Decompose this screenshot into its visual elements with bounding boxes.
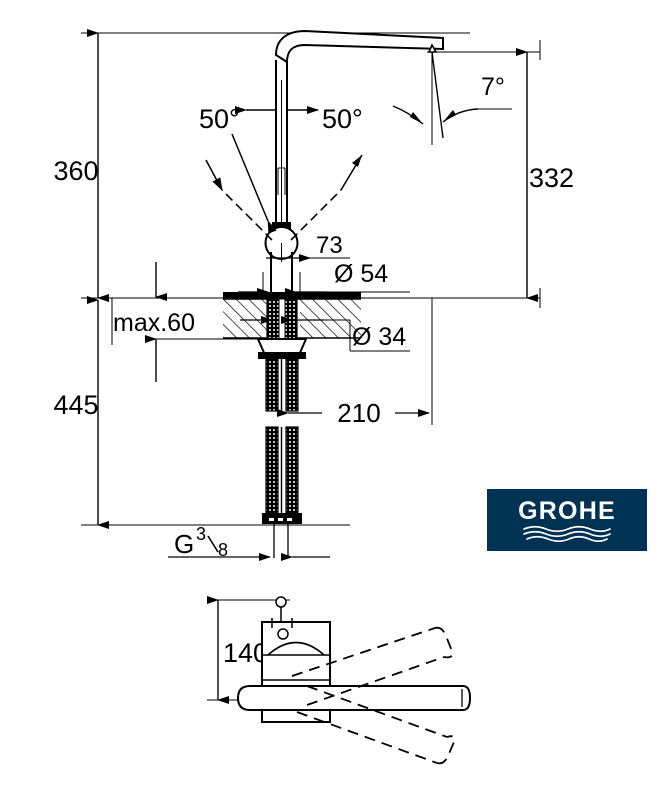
dim-label-d54: Ø 54	[334, 260, 388, 288]
thread-label-g: G	[174, 529, 194, 559]
plan-spout-center	[236, 685, 472, 711]
dim-73	[266, 243, 350, 262]
plan-view-group: 140	[207, 596, 472, 765]
dim-max60	[145, 262, 260, 382]
shank-bore	[278, 298, 286, 340]
plan-lever-knob	[277, 628, 289, 640]
angle-label-7: 7°	[481, 73, 505, 101]
base-flange	[223, 292, 361, 299]
angle-7	[392, 51, 512, 145]
reference-lines	[81, 32, 541, 526]
hose-lower-right	[285, 426, 299, 514]
water-waves-icon	[523, 525, 611, 542]
dim-label-73: 73	[316, 232, 343, 259]
plan-body-dome	[267, 641, 325, 656]
hose-lower-left	[265, 426, 279, 514]
dim-label-210: 210	[337, 398, 380, 428]
spout-arm	[274, 29, 444, 64]
dim-label-332: 332	[529, 163, 574, 193]
thread-label-denominator: 8	[218, 540, 228, 560]
dim-label-445: 445	[53, 390, 98, 420]
grohe-wordmark: GROHE	[518, 496, 616, 525]
dim-label-360: 360	[53, 156, 98, 186]
angle-50-right	[287, 106, 363, 241]
angle-label-50-right: 50°	[322, 104, 363, 134]
hose-upper-left	[265, 358, 279, 412]
plan-spout-swivel-lower	[296, 685, 456, 765]
grohe-logo-block: GROHE	[487, 489, 647, 551]
dim-label-140: 140	[223, 638, 268, 668]
thread-label-numerator: 3	[196, 524, 206, 544]
dim-d34	[240, 316, 410, 352]
thread-label-group: G 3 8	[174, 524, 228, 560]
hose-upper-right	[285, 358, 299, 412]
plan-lever-pivot	[275, 596, 287, 608]
flexible-hoses	[262, 358, 302, 558]
plan-spout-swivel-upper	[291, 626, 454, 706]
shank-thread-left	[266, 298, 280, 340]
counter-hatch-right	[300, 299, 361, 338]
dim-label-d34: Ø 34	[352, 323, 406, 351]
dim-label-max60: max.60	[113, 309, 195, 337]
dim-d54	[238, 272, 410, 296]
angle-label-50-left: 50°	[199, 104, 240, 134]
shank-thread-right	[284, 298, 298, 340]
mounting-washer	[258, 352, 306, 359]
angle-50-left	[205, 106, 277, 241]
